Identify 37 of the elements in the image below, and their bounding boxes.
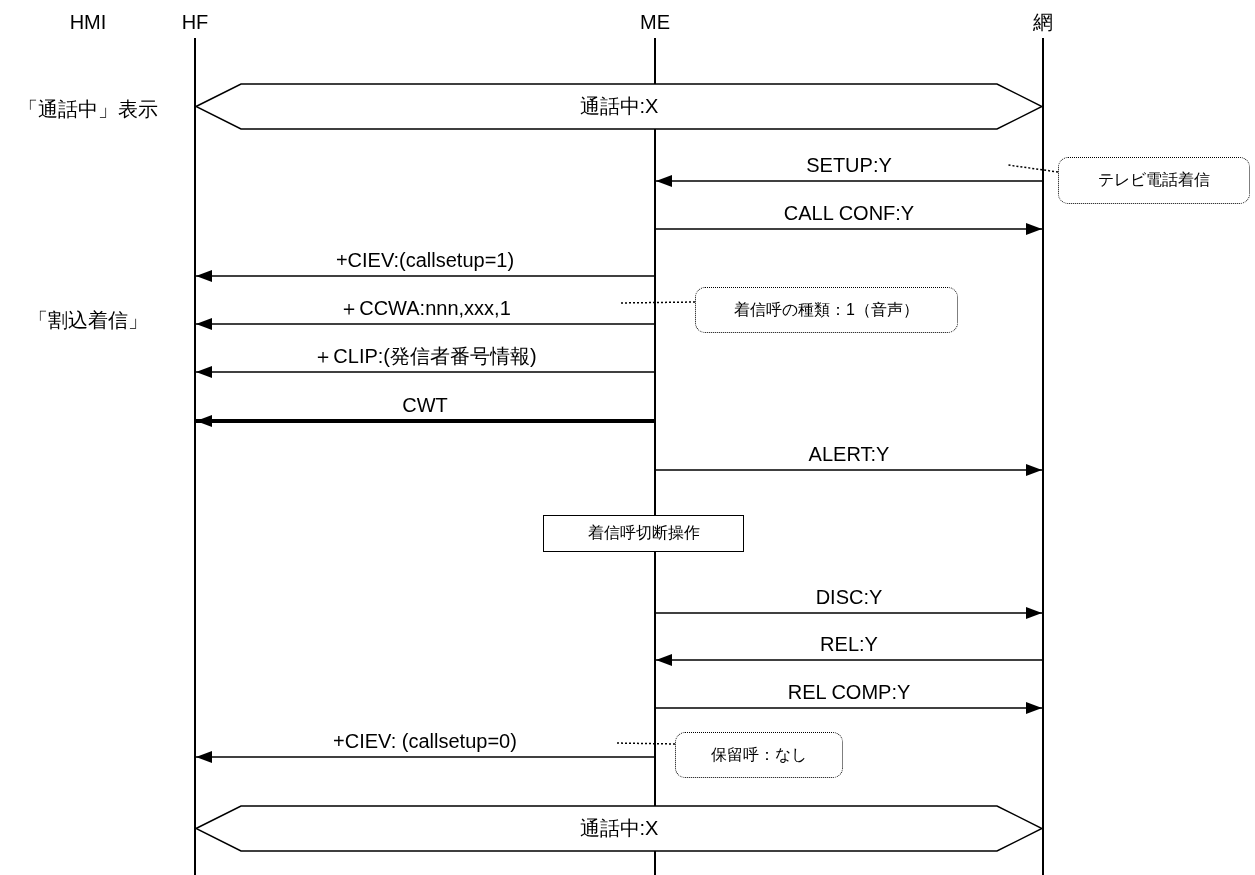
message-arrow xyxy=(655,607,1043,619)
lifeline-header: HMI xyxy=(69,11,107,33)
message-arrow xyxy=(655,175,1043,187)
message-arrow xyxy=(196,415,654,427)
leader-line xyxy=(614,742,676,745)
state-band: 通話中:X xyxy=(195,805,1043,852)
message-arrow xyxy=(195,318,655,330)
lifeline-header: ME xyxy=(639,10,671,34)
side-label: 「割込着信」 xyxy=(28,309,148,331)
lifeline-header: HF xyxy=(180,10,210,34)
message-arrow xyxy=(195,751,655,763)
edge-label: SETUP:Y xyxy=(806,154,892,176)
edge-label: ＋CLIP:(発信者番号情報) xyxy=(313,345,537,367)
message-arrow xyxy=(195,270,655,282)
leader-line xyxy=(618,301,696,304)
edge-label: +CIEV: (callsetup=0) xyxy=(333,730,517,752)
message-arrow xyxy=(655,654,1043,666)
edge-label: CWT xyxy=(402,394,448,416)
edge-label: REL:Y xyxy=(820,633,878,655)
message-arrow xyxy=(655,702,1043,714)
state-band: 通話中:X xyxy=(195,83,1043,130)
edge-label: +CIEV:(callsetup=1) xyxy=(335,249,515,271)
process-box: 着信呼切断操作 xyxy=(543,515,744,552)
message-arrow xyxy=(195,366,655,378)
message-arrow xyxy=(655,464,1043,476)
edge-label: REL COMP:Y xyxy=(787,681,911,703)
leader-line xyxy=(1007,164,1059,173)
callout-bubble: 着信呼の種類：1（音声） xyxy=(695,287,958,333)
edge-label: DISC:Y xyxy=(815,586,883,608)
callout-bubble: テレビ電話着信 xyxy=(1058,157,1250,204)
edge-label: ALERT:Y xyxy=(808,443,890,465)
edge-label: ＋CCWA:nnn,xxx,1 xyxy=(339,297,511,319)
lifeline-header: 網 xyxy=(1032,10,1054,34)
message-arrow xyxy=(655,223,1043,235)
callout-bubble: 保留呼：なし xyxy=(675,732,843,778)
edge-label: CALL CONF:Y xyxy=(783,202,915,224)
side-label: 「通話中」表示 xyxy=(18,98,158,120)
